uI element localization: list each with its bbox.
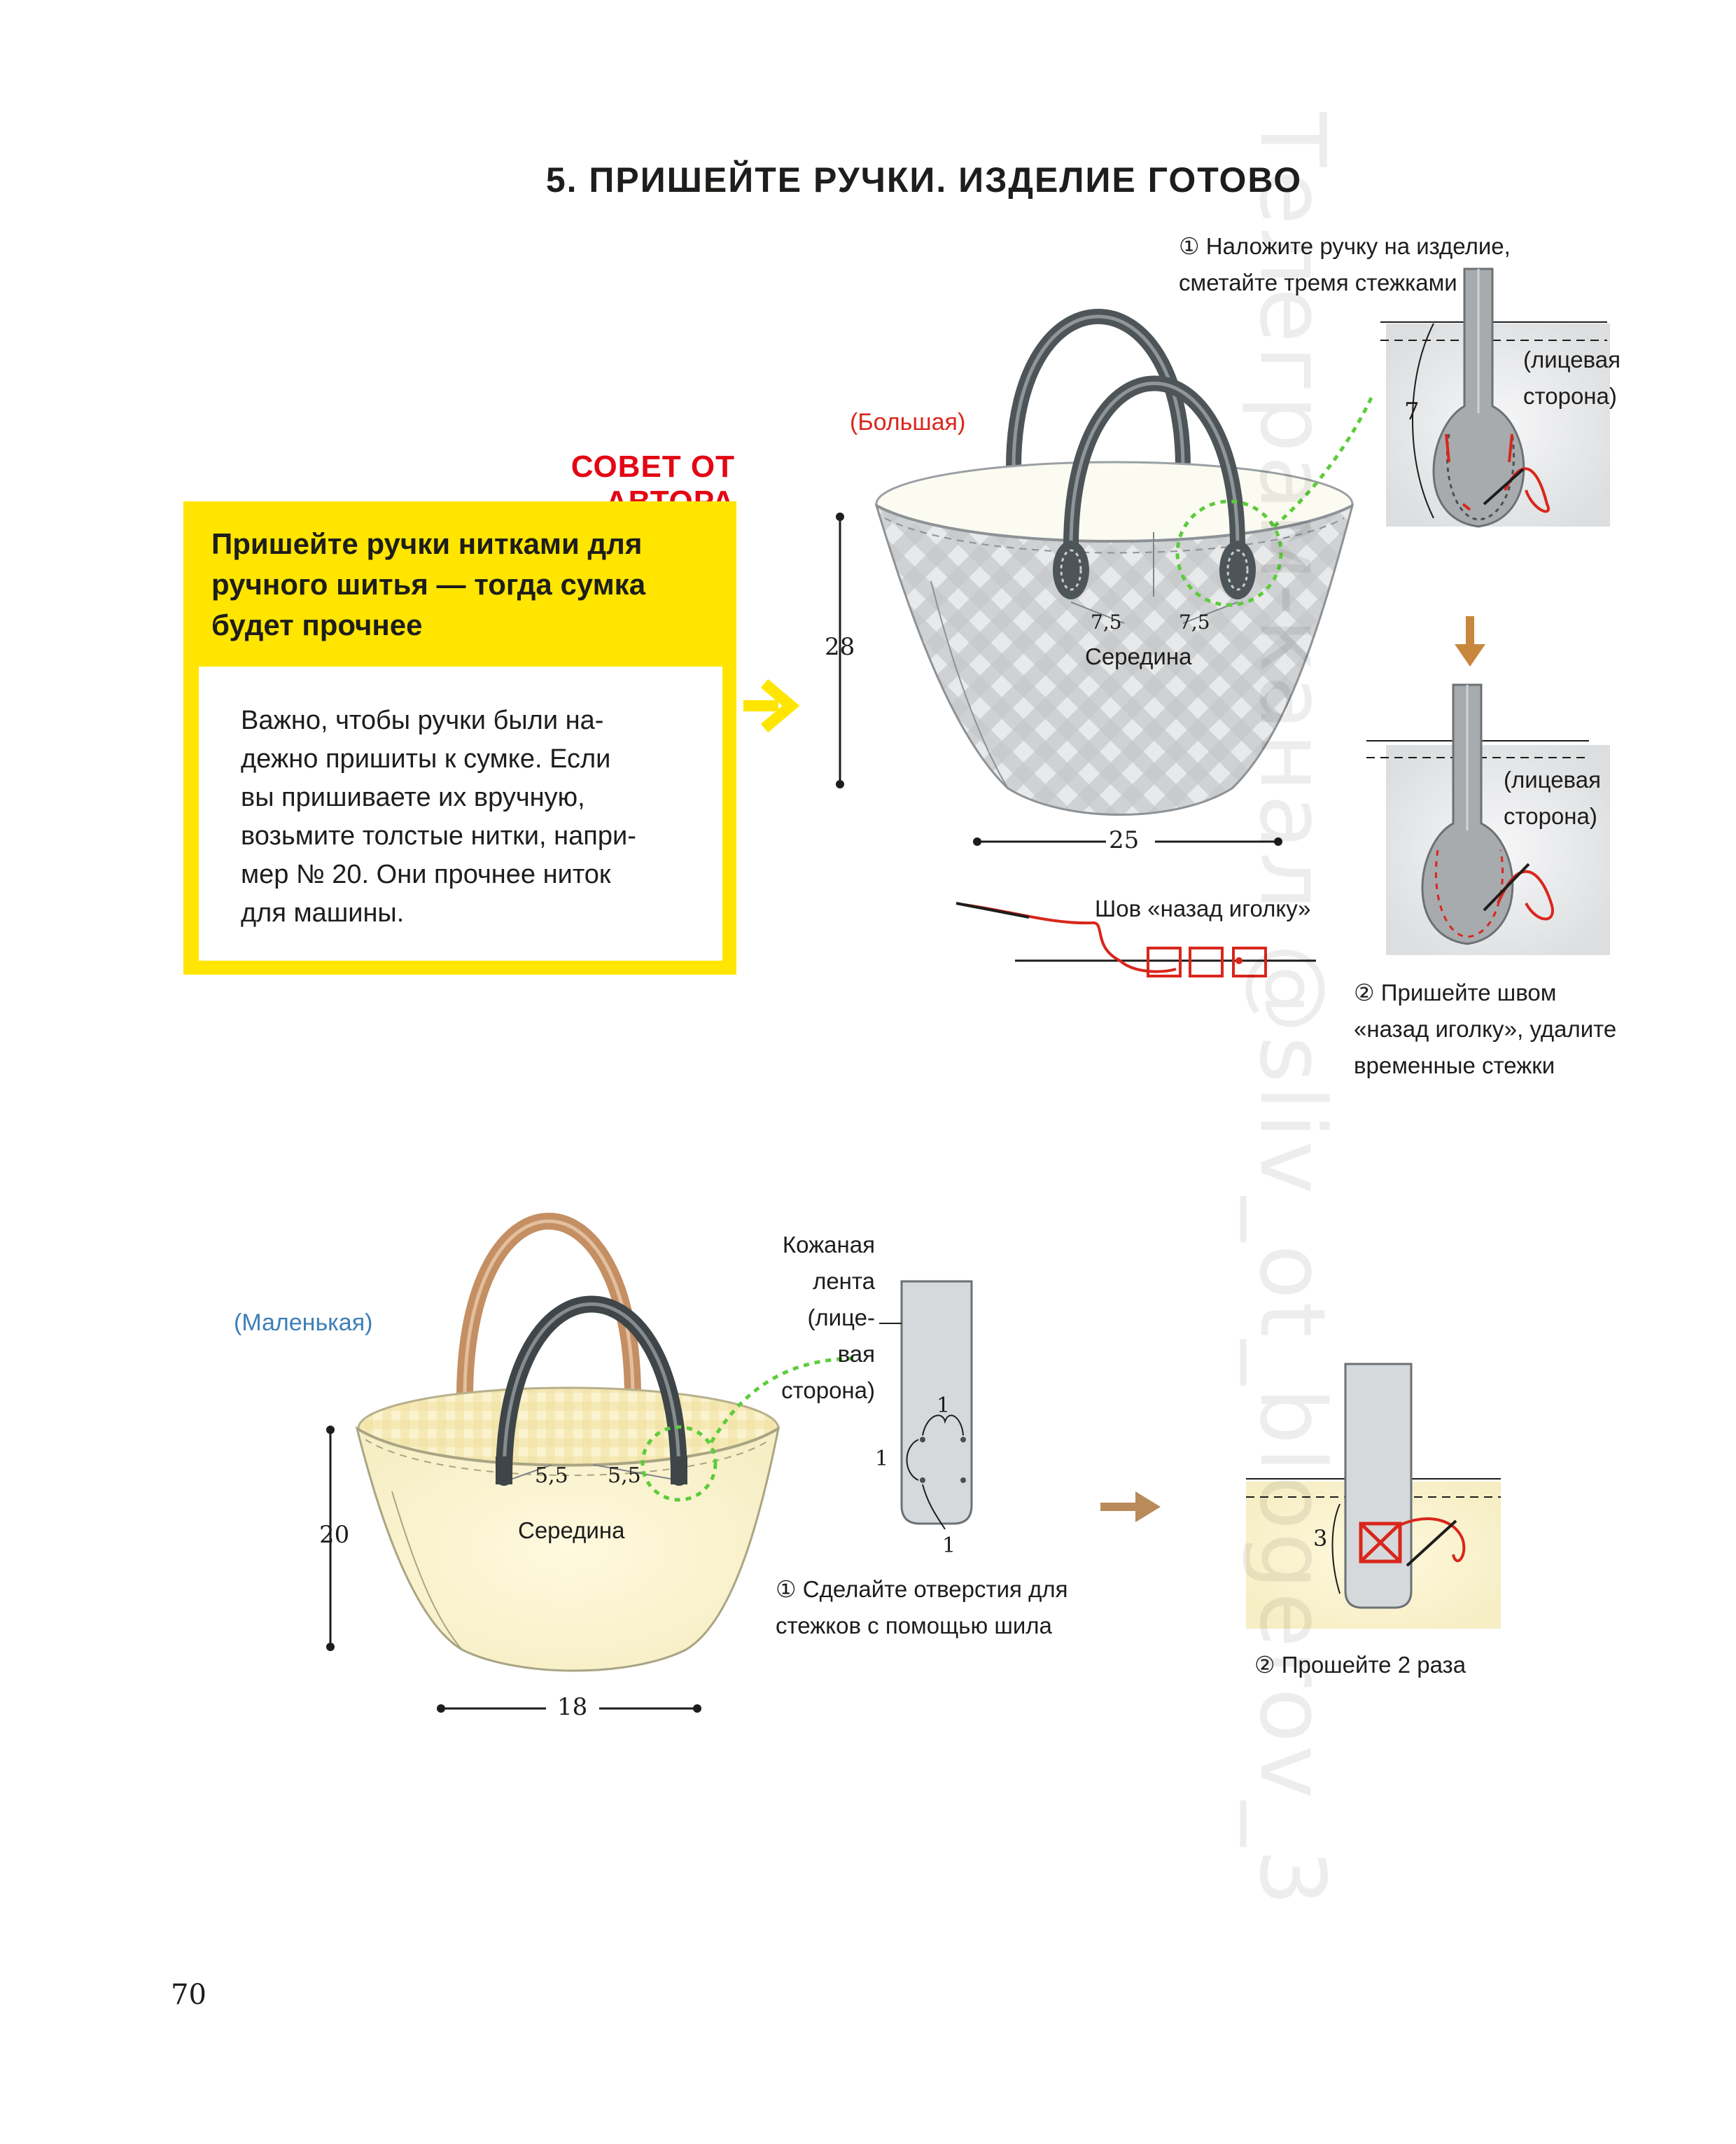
large-bag-offset-right: 7,5 [1179, 611, 1210, 634]
large-step2-detail [1366, 683, 1610, 955]
large-step1-text: ① Наложите ручку на изделие, сметайте тр… [1179, 233, 1511, 295]
leather-label: Кожаная лента (лице- вая сторона) [781, 1232, 875, 1403]
small-bag-label: (Маленькая) [234, 1309, 373, 1336]
large-step2-text: ② Пришейте швом «назад иголку», удалите … [1354, 980, 1617, 1078]
small-step2-detail [1246, 1363, 1501, 1629]
large-bag-height: 28 [825, 633, 855, 661]
tip-box: Пришейте ручки нитками для ручного шитья… [183, 501, 736, 975]
large-bag-center-label: Середина [1085, 643, 1192, 669]
small-step1-text: ① Сделайте отверстия для стежков с помощ… [776, 1576, 1068, 1638]
small-step2-dim: 3 [1313, 1525, 1328, 1552]
hole-dim-top: 1 [937, 1393, 951, 1418]
page-title: 5. ПРИШЕЙТЕ РУЧКИ. ИЗДЕЛИЕ ГОТОВО [545, 160, 1303, 200]
large-step1-dim: 7 [1404, 398, 1420, 426]
small-bag-center-label: Середина [518, 1517, 625, 1543]
face-side-label-1: (лицевая сторона) [1523, 347, 1620, 409]
small-bag-offset-left: 5,5 [535, 1463, 568, 1488]
small-bag-drawing [326, 1213, 859, 1713]
large-bag-detail-circle [1175, 499, 1283, 607]
large-bag-offset-left: 7,5 [1091, 611, 1122, 634]
small-bag-width: 18 [557, 1693, 588, 1721]
leather-strip [900, 1280, 973, 1525]
large-bag-drawing [836, 309, 1374, 846]
large-bag-width: 25 [1109, 826, 1140, 854]
tip-box-title: Пришейте ручки нитками для ручного шитья… [211, 527, 646, 641]
face-side-label-2: (лицевая сторона) [1504, 767, 1601, 829]
tip-box-body: Важно, чтобы ручки были на- дежно пришит… [199, 667, 722, 961]
leather-strip-detail [879, 1280, 973, 1530]
small-step2-strip [1344, 1363, 1413, 1609]
small-step2-text: ② Прошейте 2 раза [1254, 1652, 1466, 1678]
large-bag-label: (Большая) [850, 409, 966, 436]
small-bag-detail-circle [640, 1425, 718, 1502]
large-step1-detail [1380, 267, 1610, 528]
tip-arrow [743, 678, 800, 733]
hole-dim-bottom: 1 [942, 1533, 956, 1558]
hole-dim-side: 1 [875, 1447, 889, 1471]
watermark: Телеграм-канал @sliv_ot_blogerov_3 [1240, 112, 1344, 1909]
backstitch-label: Шов «назад иголку» [1095, 896, 1311, 921]
backstitch-diagram [955, 902, 1316, 977]
page-number: 70 [171, 1979, 206, 2011]
down-arrow [1455, 616, 1485, 667]
large-bag-back-handle [1006, 309, 1191, 475]
small-bag-height: 20 [319, 1521, 350, 1549]
tip-box-body-text: Важно, чтобы ручки были на- дежно пришит… [241, 706, 636, 928]
small-bag-offset-right: 5,5 [608, 1463, 641, 1488]
right-arrow [1100, 1491, 1161, 1522]
